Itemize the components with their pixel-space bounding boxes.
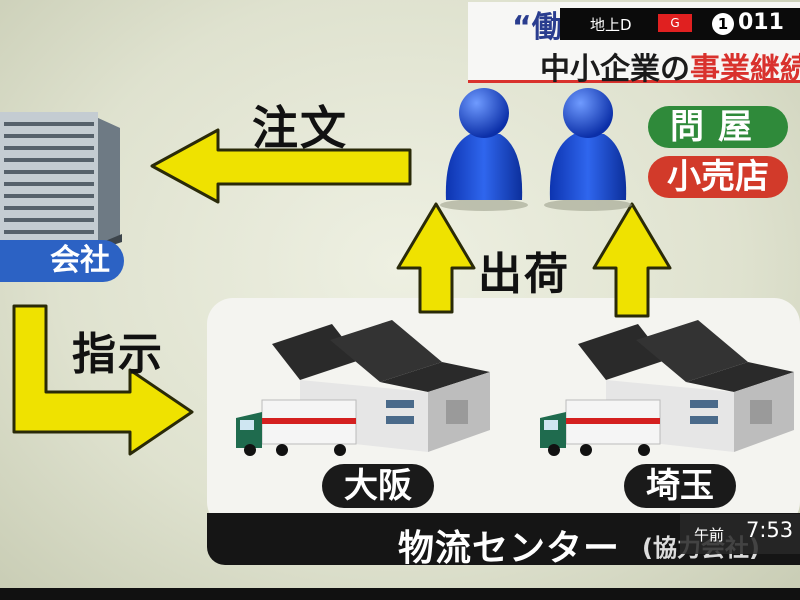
ship-label: 出荷 xyxy=(478,238,570,302)
person-icon xyxy=(544,88,632,211)
city-label-saitama: 埼玉 xyxy=(624,464,736,508)
person-icon xyxy=(440,88,528,211)
headline-title-highlight: 事業継続 xyxy=(690,52,800,87)
arrow-icon xyxy=(398,204,474,312)
clock-ampm: 午前 xyxy=(694,524,724,545)
headline-quote: “働 xyxy=(512,2,562,46)
wholesaler-badge: 問屋 xyxy=(648,106,788,148)
building-icon xyxy=(0,112,122,250)
retailer-badge: 小売店 xyxy=(648,156,788,198)
order-label: 注文 xyxy=(252,92,348,158)
city-label-osaka: 大阪 xyxy=(322,464,434,508)
logistics-center-label: 物流センター xyxy=(398,519,620,571)
clock-time: 7:53 xyxy=(746,518,793,542)
channel-type: 地上D xyxy=(590,14,632,35)
rating-badge: G xyxy=(658,14,692,32)
channel-circle-icon: 1 xyxy=(712,13,734,35)
headline-title-plain: 中小企業の xyxy=(540,52,690,87)
instruct-label: 指示 xyxy=(72,318,164,382)
company-badge: 会社 xyxy=(0,240,124,282)
headline-title: 中小企業の事業継続 xyxy=(540,44,800,88)
tv-bezel xyxy=(0,588,800,600)
channel-number: 011 xyxy=(738,10,784,35)
